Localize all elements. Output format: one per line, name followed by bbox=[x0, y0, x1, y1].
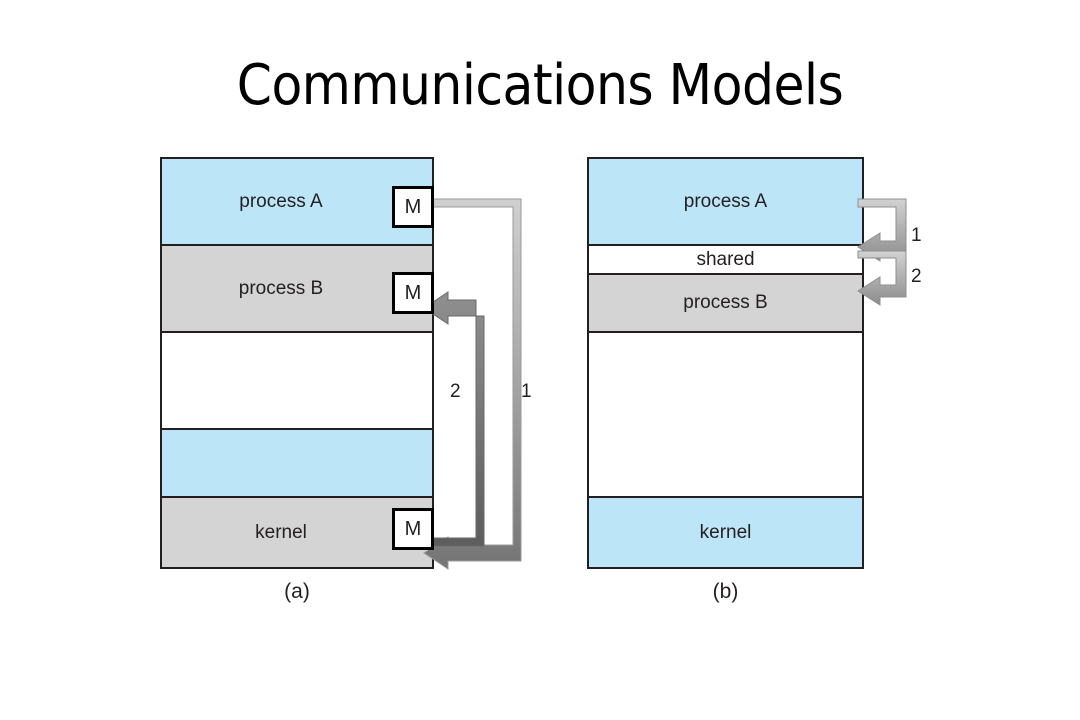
diagram-a-arrow-label-2: 2 bbox=[450, 381, 461, 402]
diagram-a-mbox-process-b-label: M bbox=[404, 281, 422, 304]
diagram-b-label-process-a: process A bbox=[683, 190, 768, 212]
diagram-a-mbox-process-a: M bbox=[392, 186, 434, 228]
diagram-a-band-kernel: kernel bbox=[162, 496, 432, 567]
diagram-b-band-empty-1 bbox=[589, 331, 862, 496]
diagram-b-arrow-label-1: 1 bbox=[911, 225, 922, 246]
diagram-b-band-kernel: kernel bbox=[589, 496, 862, 567]
diagram-b-band-process-b: process B bbox=[589, 273, 862, 331]
diagram-a-mbox-process-b: M bbox=[392, 272, 434, 314]
diagram-b-arrow-1 bbox=[857, 198, 907, 262]
diagram-a-band-process-b: process B bbox=[162, 244, 432, 331]
diagram-a-arrow-2 bbox=[423, 291, 485, 547]
diagram-a-mbox-kernel-label: M bbox=[404, 517, 422, 540]
diagram-b-caption: (b) bbox=[712, 580, 739, 603]
diagram-a-label-process-b: process B bbox=[238, 277, 324, 299]
diagram-a-band-blue-2 bbox=[162, 428, 432, 496]
diagram-b-shared-memory: process A shared process B kernel bbox=[560, 0, 1080, 620]
diagram-a-arrows bbox=[423, 198, 522, 570]
diagram-b-label-process-b: process B bbox=[683, 292, 768, 313]
diagram-b-arrow-2 bbox=[857, 250, 907, 306]
diagram-b-label-shared: shared bbox=[696, 248, 755, 270]
diagram-a-label-kernel: kernel bbox=[255, 521, 307, 543]
page-title: Communications Models bbox=[236, 53, 844, 118]
diagram-b-memory-stack: process A shared process B kernel bbox=[587, 157, 864, 569]
diagram-b-band-process-a: process A bbox=[589, 159, 862, 244]
diagram-b-band-shared: shared bbox=[589, 244, 862, 273]
diagram-a-band-process-a: process A bbox=[162, 159, 432, 244]
diagram-a-caption: (a) bbox=[284, 580, 310, 603]
diagram-b-label-kernel: kernel bbox=[699, 521, 752, 543]
diagram-a-message-passing: process A process B kernel bbox=[0, 0, 560, 620]
diagram-a-band-empty-1 bbox=[162, 331, 432, 428]
diagram-a-label-process-a: process A bbox=[239, 190, 323, 212]
diagram-a-mbox-process-a-label: M bbox=[404, 195, 422, 218]
diagram-a-mbox-kernel: M bbox=[392, 508, 434, 550]
diagram-b-arrow-label-2: 2 bbox=[911, 266, 922, 287]
diagram-a-memory-stack: process A process B kernel bbox=[160, 157, 434, 569]
diagram-a-arrow-1 bbox=[423, 198, 522, 570]
diagram-b-arrows bbox=[857, 198, 907, 306]
diagram-a-arrow-label-1: 1 bbox=[521, 381, 532, 402]
